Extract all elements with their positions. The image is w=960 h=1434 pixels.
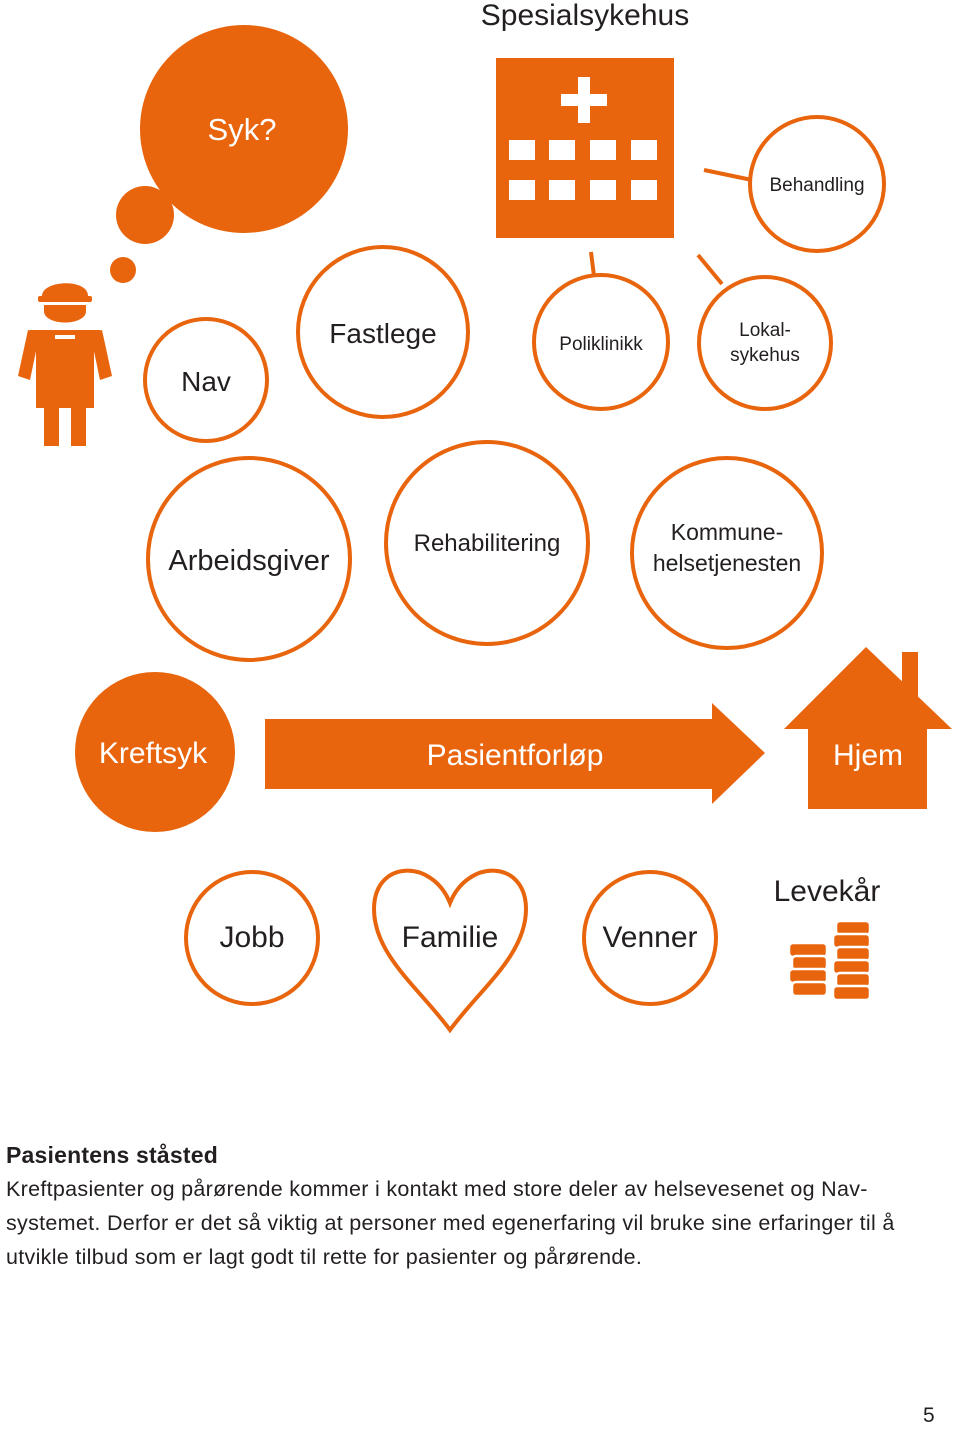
title-spesialsykehus: Spesialsykehus <box>481 0 689 32</box>
arbeidsgiver-label: Arbeidsgiver <box>168 545 330 577</box>
nav-label: Nav <box>181 366 231 397</box>
caption-line-3: utvikle tilbud som er lagt godt til rett… <box>6 1245 643 1269</box>
kreftsyk-label: Kreftsyk <box>99 737 208 770</box>
house-icon <box>784 647 952 809</box>
coins-icon <box>787 919 872 1002</box>
thought-bubble-dot-small <box>110 257 136 283</box>
heart-icon <box>371 868 529 1034</box>
nav-circle <box>143 317 269 443</box>
rehabilitering-circle <box>384 440 590 646</box>
behandling-circle <box>748 115 886 253</box>
page-number: 5 <box>923 1404 935 1427</box>
person-icon <box>18 283 112 446</box>
thought-text: Syk? <box>208 112 277 147</box>
hospital-icon <box>496 58 674 238</box>
caption-line-1: Kreftpasienter og pårørende kommer i kon… <box>6 1177 868 1201</box>
kommunehelsetjenesten-circle <box>630 456 824 650</box>
kommune-label-2: helsetjenesten <box>653 550 801 576</box>
patient-journey-diagram: Spesialsykehus Syk? <box>18 0 952 1034</box>
rehabilitering-label: Rehabilitering <box>414 530 561 557</box>
caption-line-2: systemet. Derfor er det så viktig at per… <box>6 1211 895 1235</box>
hjem-label: Hjem <box>833 739 903 772</box>
lokalsykehus-label-2: sykehus <box>730 345 800 366</box>
thought-bubble: Syk? <box>110 25 348 283</box>
jobb-label: Jobb <box>219 921 284 954</box>
lokalsykehus-circle <box>697 275 833 411</box>
lokalsykehus-label-1: Lokal- <box>739 320 791 341</box>
pasientforlop-arrow <box>265 703 765 804</box>
jobb-circle <box>184 870 320 1006</box>
poliklinikk-label: Poliklinikk <box>559 334 643 355</box>
pasientforlop-label: Pasientforløp <box>427 739 604 772</box>
thought-bubble-main <box>140 25 348 233</box>
venner-circle <box>582 870 718 1006</box>
levekar-label: Levekår <box>774 875 881 908</box>
fastlege-label: Fastlege <box>329 318 436 349</box>
arbeidsgiver-circle <box>146 456 352 662</box>
familie-label: Familie <box>402 921 499 954</box>
fastlege-circle <box>296 245 470 419</box>
caption-heading: Pasientens ståsted <box>6 1142 218 1168</box>
venner-label: Venner <box>602 921 697 954</box>
poliklinikk-circle <box>532 273 670 411</box>
behandling-label: Behandling <box>769 175 864 196</box>
connector-lines <box>589 168 753 286</box>
kreftsyk-circle <box>75 672 235 832</box>
kommune-label-1: Kommune- <box>671 519 783 545</box>
thought-bubble-dot-large <box>116 186 174 244</box>
caption: Pasientens ståsted Kreftpasienter og pår… <box>6 1138 956 1274</box>
